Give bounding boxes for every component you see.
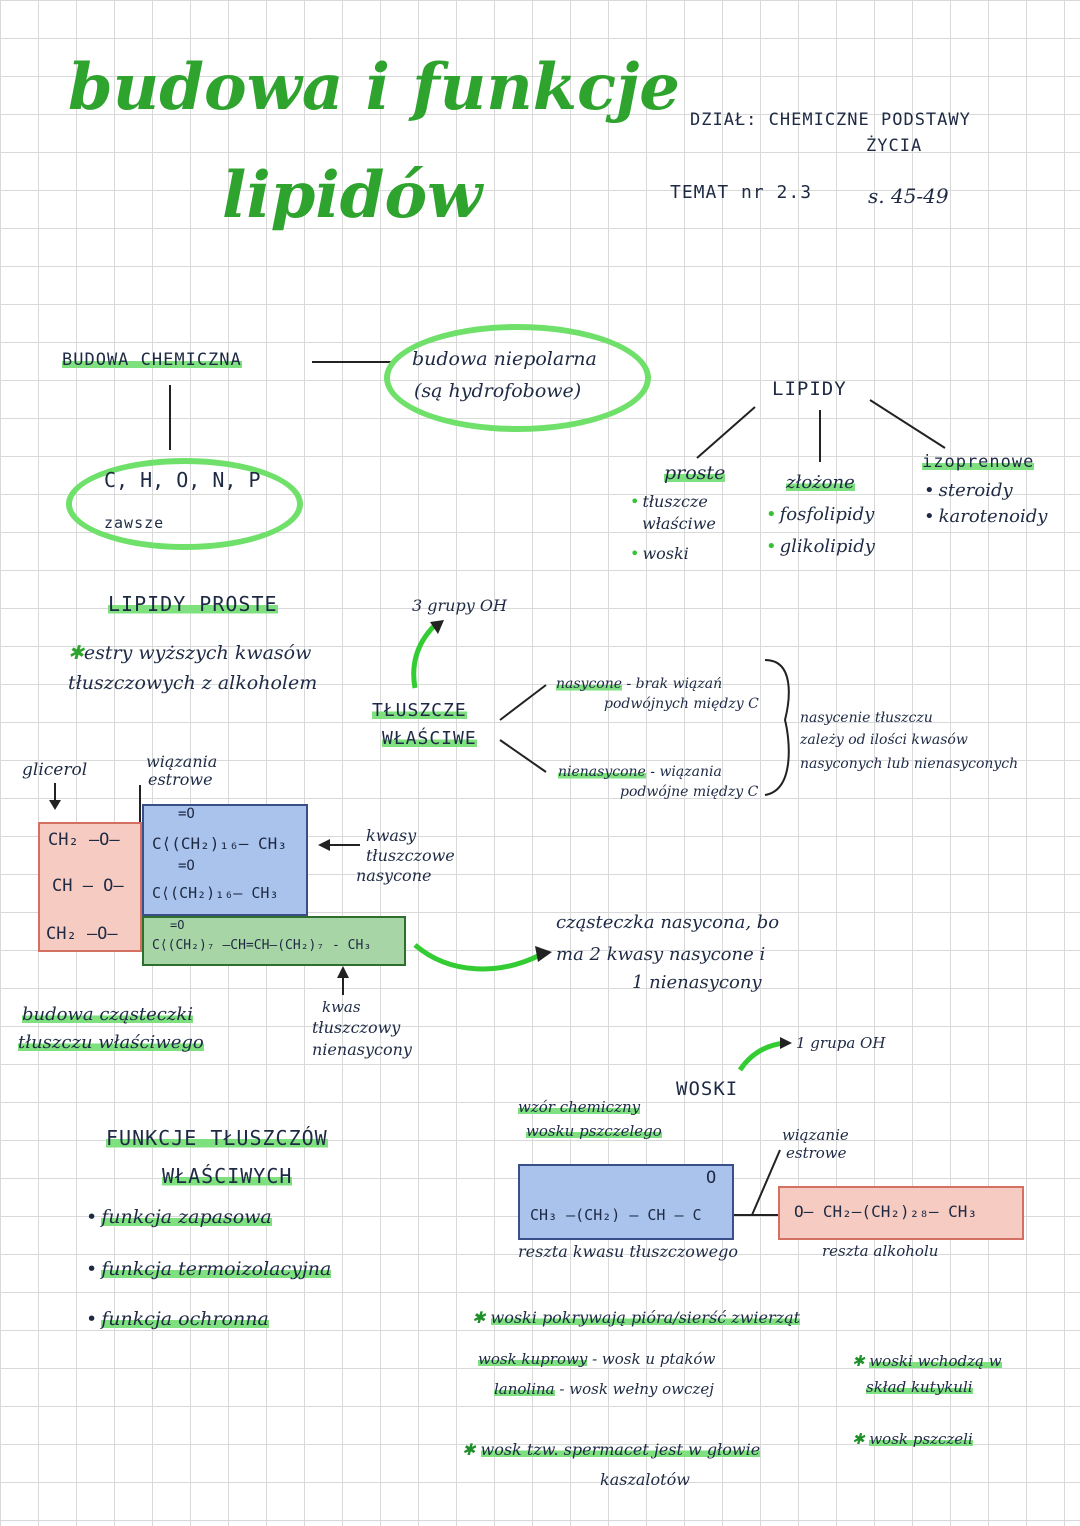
- wzor-label-line1: wzór chemiczny: [518, 1098, 641, 1116]
- acid1-chain: C⟨(CH₂)₁₆— CH₃: [152, 834, 287, 853]
- kwas-label-line1: kwas: [322, 998, 361, 1016]
- wax-fact-4-line2: kaszalotów: [600, 1470, 690, 1489]
- wax-wiazanie-line1: wiązanie: [782, 1126, 849, 1144]
- result-line2: ma 2 kwasy nasycone i: [556, 944, 766, 965]
- acid1-oxygen: =O: [178, 806, 195, 822]
- niepolarna-line2: (są hydrofobowe): [414, 380, 582, 402]
- nasycone-line2: podwójnych między C: [604, 696, 759, 712]
- alcohol-residue-box: [778, 1186, 1024, 1240]
- wax-side-note-3: ✱ wosk pszczeli: [852, 1430, 973, 1448]
- proste-item-tluszcze-line2: właściwe: [642, 514, 716, 533]
- lipidy-proste-def-line1: ✱estry wyższych kwasów: [68, 642, 312, 664]
- acid2-chain: C⟨(CH₂)₁₆— CH₃: [152, 884, 279, 902]
- result-line1: cząsteczka nasycona, bo: [556, 912, 780, 933]
- kwasy-label-line1: kwasy: [366, 826, 417, 845]
- wax-fact-4: ✱ wosk tzw. spermacet jest w głowie: [462, 1440, 761, 1459]
- reszta-kwasu-label: reszta kwasu tłuszczowego: [518, 1242, 738, 1261]
- woski-label: WOSKI: [676, 1078, 739, 1100]
- reszta-alkoholu-label: reszta alkoholu: [822, 1242, 939, 1260]
- unsaturated-acid-box: [142, 916, 406, 966]
- elements-list: C, H, O, N, P: [104, 468, 261, 492]
- tluszcze-label-line2: WŁAŚCIWE: [382, 728, 477, 749]
- nasycenie-note-line3: nasyconych lub nienasyconych: [800, 756, 1019, 772]
- kwasy-label-line3: nasycone: [356, 866, 432, 885]
- wax-side-note-2: skład kutykuli: [866, 1378, 973, 1396]
- woski-oh-note: 1 grupa OH: [796, 1034, 886, 1052]
- dzial-label: DZIAŁ: CHEMICZNE PODSTAWY: [690, 110, 971, 130]
- molecule-caption-line1: budowa cząsteczki: [22, 1004, 193, 1025]
- wax-fact-3: lanolina - wosk wełny owczej: [494, 1380, 714, 1398]
- carbonyl-oxygen: O: [706, 1168, 717, 1188]
- funkcje-heading-line1: FUNKCJE TŁUSZCZÓW: [106, 1126, 328, 1150]
- glicerol-ch-mid: CH — O—: [52, 876, 124, 896]
- tluszcze-oh-note: 3 grupy OH: [412, 596, 507, 615]
- wax-fact-1: ✱ woski pokrywają pióra/sierść zwierząt: [472, 1308, 801, 1327]
- zlozone-label: złożone: [786, 472, 855, 493]
- acid3-oxygen: =O: [170, 918, 185, 932]
- wiazania-label-line2: estrowe: [148, 770, 213, 789]
- page-title: budowa i funkcje: [68, 50, 680, 125]
- lipidy-proste-def-line2: tłuszczowych z alkoholem: [68, 672, 318, 694]
- acid-residue-box: [518, 1164, 734, 1240]
- wax-wiazanie-line2: estrowe: [786, 1144, 847, 1162]
- wax-formula-left: CH₃ —(CH₂) — CH — C: [530, 1206, 702, 1224]
- funkcja-item: funkcja zapasowa: [86, 1206, 272, 1228]
- zlozone-item-fosfolipidy: fosfolipidy: [766, 504, 875, 525]
- zlozone-item-glikolipidy: glikolipidy: [766, 536, 875, 557]
- budowa-chemiczna-label: BUDOWA CHEMICZNA: [62, 350, 242, 370]
- acid3-chain: C⟨(CH₂)₇ —CH=CH–(CH₂)₇ - CH₃: [152, 938, 372, 953]
- glicerol-label: glicerol: [22, 760, 88, 780]
- result-line3: 1 nienasycony: [632, 972, 762, 993]
- niepolarna-line1: budowa niepolarna: [412, 348, 597, 370]
- wax-fact-2: wosk kuprowy - wosk u ptaków: [478, 1350, 716, 1368]
- wiazania-label-line1: wiązania: [146, 752, 218, 771]
- nasycenie-note-line2: zależy od ilości kwasów: [800, 732, 968, 748]
- proste-item-woski: woski: [630, 544, 688, 563]
- kwas-label-line2: tłuszczowy: [312, 1018, 401, 1037]
- izoprenowe-label: izoprenowe: [922, 452, 1035, 472]
- glicerol-ch2-bot: CH₂ —O—: [46, 924, 118, 944]
- nasycone-line1: nasycone - brak wiązań: [556, 676, 723, 692]
- lipidy-root: LIPIDY: [772, 378, 847, 400]
- funkcja-item: funkcja termoizolacyjna: [86, 1258, 332, 1280]
- elements-ellipse: [66, 458, 303, 550]
- dzial-label-line2: ŻYCIA: [866, 136, 923, 156]
- proste-item-tluszcze: tłuszcze: [630, 492, 707, 511]
- wzor-label-line2: wosku pszczelego: [526, 1122, 662, 1140]
- nasycenie-note-line1: nasycenie tłuszczu: [800, 710, 933, 726]
- wax-formula-right: O— CH₂—(CH₂)₂₈— CH₃: [794, 1202, 978, 1221]
- nienasycone-line2: podwójne między C: [620, 784, 759, 800]
- lipidy-proste-heading: LIPIDY PROSTE: [108, 592, 278, 616]
- izoprenowe-item-steroidy: steroidy: [924, 480, 1013, 501]
- pages-label: s. 45-49: [868, 184, 949, 208]
- niepolarna-ellipse: [384, 324, 651, 432]
- wax-side-note-1: ✱ woski wchodzą w: [852, 1352, 1002, 1370]
- page-title-line2: lipidów: [222, 158, 483, 233]
- kwas-label-line3: nienasycony: [312, 1040, 412, 1059]
- nienasycone-line1: nienasycone - wiązania: [558, 764, 722, 780]
- molecule-caption-line2: tłuszczu właściwego: [18, 1032, 204, 1053]
- glicerol-ch2-top: CH₂ —O—: [48, 830, 120, 850]
- izoprenowe-item-karotenoidy: karotenoidy: [924, 506, 1048, 527]
- proste-label: proste: [664, 462, 726, 484]
- acid2-oxygen: =O: [178, 858, 195, 874]
- funkcje-heading-line2: WŁAŚCIWYCH: [162, 1164, 293, 1188]
- saturated-acids-box: [142, 804, 308, 916]
- glicerol-box: [38, 822, 142, 952]
- zawsze-label: zawsze: [104, 514, 165, 532]
- temat-label: TEMAT nr 2.3: [670, 182, 813, 203]
- tluszcze-label-line1: TŁUSZCZE: [372, 700, 467, 721]
- funkcja-item: funkcja ochronna: [86, 1308, 269, 1330]
- kwasy-label-line2: tłuszczowe: [366, 846, 455, 865]
